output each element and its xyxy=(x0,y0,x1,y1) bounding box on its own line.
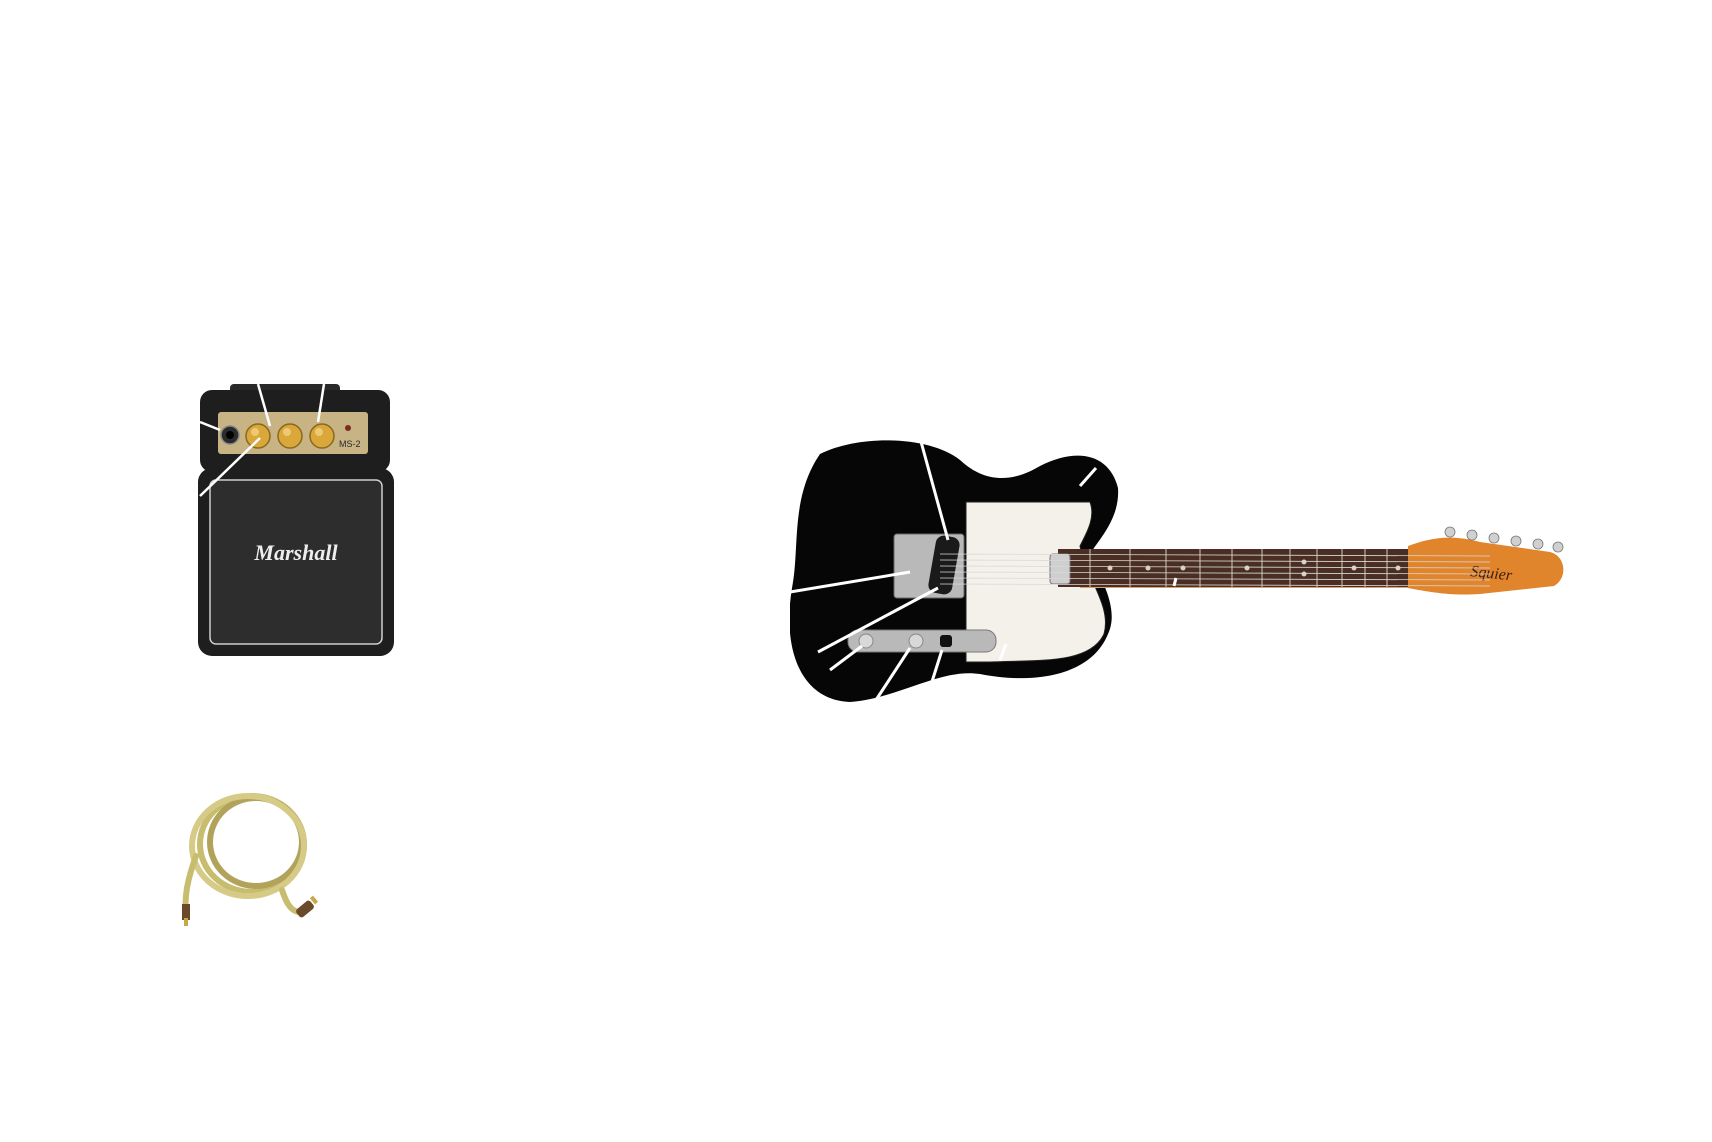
pickup-selector-switch xyxy=(940,635,952,647)
squier-logo: Squier xyxy=(1470,563,1514,584)
cable-icon xyxy=(182,793,319,926)
volume-knob xyxy=(309,423,335,449)
cable-plug-angled xyxy=(296,895,319,918)
tone-knob-guitar xyxy=(908,633,924,649)
guitar-icon: Squier xyxy=(790,438,1564,702)
pickguard xyxy=(965,501,1106,663)
cable-plug-straight xyxy=(182,904,190,926)
neck-pickup xyxy=(1049,553,1071,585)
model-label: MS-2 xyxy=(339,439,361,449)
mini-amplifier: MS-2 Marshall xyxy=(198,384,394,656)
tone-knob xyxy=(277,423,303,449)
tuning-pegs xyxy=(1444,526,1564,553)
speaker-grille xyxy=(209,479,383,645)
bridge-pickup xyxy=(928,535,960,595)
amp-icon: MS-2 Marshall xyxy=(198,384,394,656)
power-led xyxy=(345,425,351,431)
cable-coil xyxy=(182,793,307,917)
strings xyxy=(939,553,1491,587)
electric-guitar: Squier xyxy=(790,438,1570,706)
amp-callout-lines xyxy=(199,384,326,497)
gain-knob xyxy=(245,423,271,449)
volume-knob-guitar xyxy=(858,633,874,649)
guitar-callout-lines xyxy=(790,438,1178,701)
headstock xyxy=(1408,537,1564,595)
instrument-cable xyxy=(178,786,338,926)
marshall-logo: Marshall xyxy=(253,540,338,565)
